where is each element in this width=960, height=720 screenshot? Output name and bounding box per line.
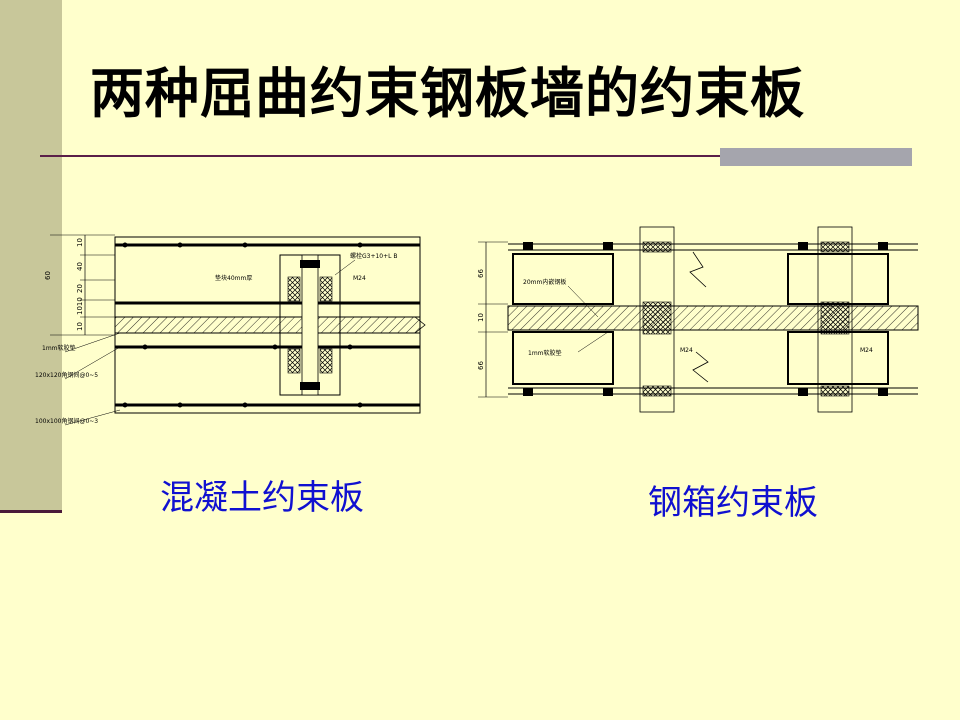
left-steel-box-top [512, 253, 614, 305]
dimension-chain: 10 40 20 1010 10 60 [44, 234, 115, 336]
dim-label: 1010 [76, 297, 84, 315]
bolt-assembly [279, 254, 341, 396]
rubber-label: 1mm软胶垫 [528, 349, 562, 357]
m24-left-label: M24 [680, 347, 693, 354]
inner-plate-label: 20mm内嵌钢板 [523, 278, 566, 286]
flange-nuts [523, 242, 888, 396]
dim-label: 66 [477, 361, 485, 370]
rebar-dots [122, 242, 363, 408]
dim-label: 10 [76, 238, 84, 247]
bolt-left [639, 226, 675, 413]
m24-right-label: M24 [860, 347, 873, 354]
slide-title: 两种屈曲约束钢板墙的约束板 [90, 62, 805, 125]
dim-label: 40 [76, 262, 84, 271]
bolt-right [817, 226, 853, 413]
title-rule-accent [720, 148, 912, 166]
sidebar-band [0, 0, 62, 510]
rubber-label: 1mm软胶垫 [42, 344, 76, 352]
embedded-steel-plate [507, 305, 919, 331]
concrete-plate-caption: 混凝土约束板 [160, 478, 364, 518]
angle2-label: 100x100角钢间@0~3 [35, 417, 98, 425]
dim-label: 60 [44, 271, 52, 280]
upper-concrete-block [114, 236, 421, 318]
bolt-spec-label: 螺栓G3+10+L B [350, 252, 398, 260]
right-steel-box-bottom [787, 331, 889, 385]
concrete-plate-drawing: 10 40 20 1010 10 60 螺栓G3+10+L B 垫块40mm厚 … [35, 234, 426, 426]
dimension-chain: 66 10 66 [477, 241, 508, 398]
dim-label: 10 [477, 313, 485, 322]
title-rule [40, 155, 912, 157]
sidebar-bottom-line [0, 510, 62, 513]
m24-label: M24 [353, 275, 366, 282]
shim-label: 垫块40mm厚 [215, 274, 252, 282]
dim-label: 10 [76, 322, 84, 331]
angle1-label: 120x120角钢间@0~5 [35, 371, 98, 379]
left-steel-box-bottom [512, 331, 614, 385]
dim-label: 20 [76, 284, 84, 293]
lower-concrete-block [114, 332, 421, 414]
right-steel-box-top [787, 253, 889, 305]
steel-box-drawing: 66 10 66 20mm内嵌钢板 1mm软胶垫 M24 M24 [477, 226, 919, 413]
embedded-steel-plate [114, 316, 421, 334]
dim-label: 66 [477, 269, 485, 278]
steel-box-caption: 钢箱约束板 [648, 483, 818, 523]
